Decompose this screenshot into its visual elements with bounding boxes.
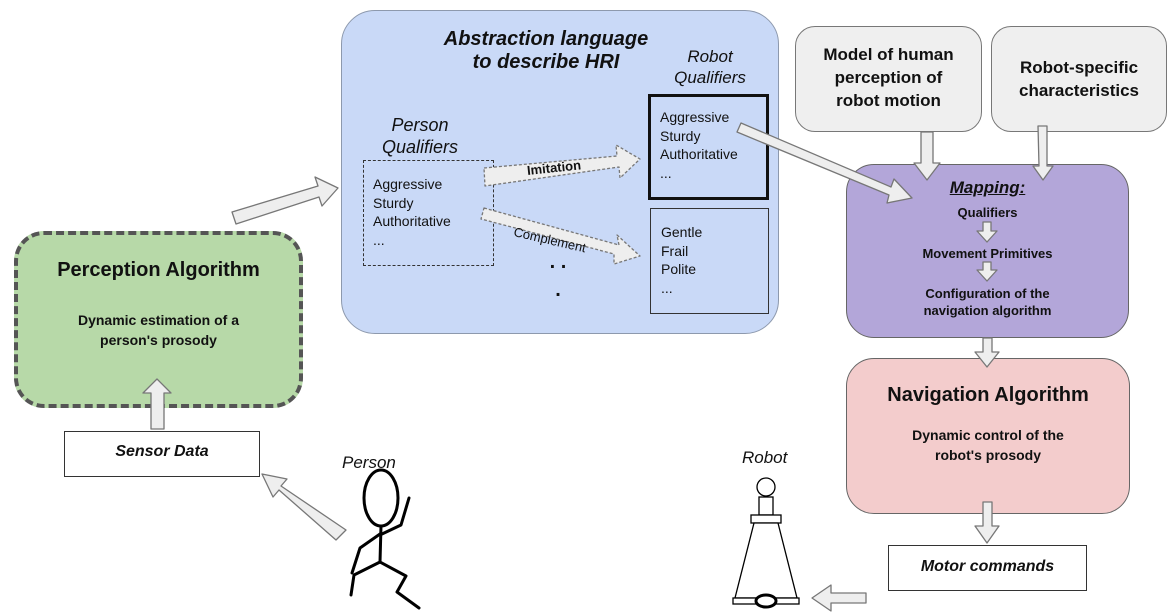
list-item: Sturdy — [660, 127, 701, 144]
model-text-line3: robot motion — [836, 91, 941, 110]
complement-arrow — [480, 207, 641, 265]
model-text-line1: Model of human — [823, 45, 954, 64]
abstraction-title-line1: Abstraction language — [443, 28, 649, 50]
navigation-to-motor-arrow — [974, 501, 1000, 544]
sensor-data-label: Sensor Data — [115, 443, 209, 460]
perception-to-abstraction-arrow — [231, 176, 339, 225]
qualifiers-to-primitives-arrow — [976, 221, 998, 243]
mapping-step-configuration: Configuration of the navigation algorith… — [846, 285, 1129, 319]
list-item: Aggressive — [373, 176, 443, 192]
primitives-to-configuration-arrow — [976, 261, 998, 282]
navigation-description-line2: robot's prosody — [935, 447, 1041, 463]
list-item: Authoritative — [660, 146, 738, 162]
robot-label: Robot — [742, 448, 788, 467]
list-item: Sturdy — [373, 194, 414, 211]
abstraction-title-line2: to describe HRI — [472, 51, 620, 73]
person-qualifiers-list: Aggressive Sturdy Authoritative ... — [373, 175, 451, 249]
robot-qualifiers-imitation-list: Aggressive Sturdy Authoritative ... — [660, 108, 738, 182]
perception-description-line2: person's prosody — [100, 332, 217, 348]
robot-qualifiers-label: Robot Qualifiers — [660, 46, 760, 88]
robot-figure — [732, 477, 800, 609]
person-figure — [349, 468, 421, 610]
perception-algorithm-box — [14, 231, 303, 408]
mapping-step-qualifiers: Qualifiers — [957, 205, 1018, 220]
robot-qualifiers-label-line1: Robot — [687, 47, 733, 66]
model-text-line2: perception of — [834, 68, 943, 87]
navigation-algorithm-box — [846, 358, 1130, 514]
mapping-step-configuration-line1: Configuration of the — [925, 286, 1050, 301]
person-to-sensor-arrow — [261, 473, 347, 541]
list-item: ... — [660, 164, 672, 181]
motor-commands-box — [888, 545, 1087, 591]
motor-to-robot-arrow — [811, 584, 867, 612]
robot-qualifiers-complement-box — [650, 208, 769, 314]
person-qualifiers-label-line2: Qualifiers — [381, 137, 459, 157]
robot-qualifiers-imitation-box — [648, 94, 769, 200]
sensor-to-perception-arrow — [142, 378, 172, 430]
more-qualifiers-ellipsis: . . . — [549, 251, 567, 301]
robot-specific-text: Robot-specific characteristics — [991, 56, 1167, 102]
motor-commands-label: Motor commands — [920, 558, 1055, 575]
person-label: Person — [342, 453, 396, 472]
list-item: ... — [661, 279, 673, 296]
list-item: ... — [373, 231, 385, 248]
list-item: Aggressive — [660, 109, 730, 125]
robot-specific-text-line2: characteristics — [1018, 81, 1140, 100]
perception-description-line1: Dynamic estimation of a — [77, 312, 240, 328]
navigation-title: Navigation Algorithm — [887, 384, 1089, 406]
sensor-data-box — [64, 431, 260, 477]
list-item: Frail — [661, 242, 689, 259]
navigation-description-line1: Dynamic control of the — [912, 427, 1064, 443]
mapping-to-navigation-arrow — [974, 337, 1000, 368]
model-of-human-perception-box — [795, 26, 982, 132]
list-item: Authoritative — [373, 213, 451, 229]
list-item: Polite — [661, 261, 697, 277]
list-item: Gentle — [661, 224, 703, 240]
perception-title: Perception Algorithm — [57, 259, 260, 281]
model-to-mapping-arrow — [913, 131, 941, 181]
robot-qualifiers-to-mapping-arrow — [736, 122, 913, 204]
imitation-arrow — [483, 144, 641, 187]
perception-description: Dynamic estimation of a person's prosody — [18, 310, 299, 350]
robot-specific-to-mapping-arrow — [1032, 125, 1054, 181]
mapping-step-configuration-line2: navigation algorithm — [923, 303, 1052, 318]
abstraction-title: Abstraction language to describe HRI — [400, 28, 692, 74]
navigation-description: Dynamic control of the robot's prosody — [846, 425, 1130, 465]
person-qualifiers-label-line1: Person — [391, 115, 449, 135]
model-text: Model of human perception of robot motio… — [795, 43, 982, 112]
robot-qualifiers-complement-list: Gentle Frail Polite ... — [661, 223, 702, 297]
mapping-step-primitives: Movement Primitives — [922, 246, 1053, 261]
robot-specific-text-line1: Robot-specific — [1019, 58, 1139, 77]
person-qualifiers-label: Person Qualifiers — [360, 114, 480, 158]
robot-specific-characteristics-box — [991, 26, 1167, 132]
mapping-title: Mapping: — [949, 178, 1026, 197]
robot-qualifiers-label-line2: Qualifiers — [674, 68, 746, 87]
